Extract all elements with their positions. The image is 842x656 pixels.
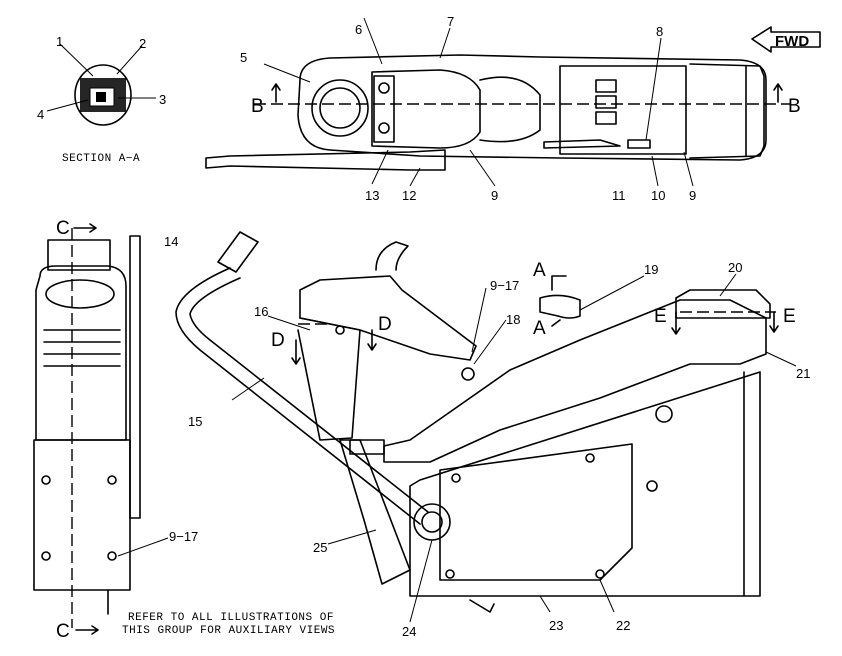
- front-view: [33, 223, 169, 635]
- fwd-label: FWD: [775, 33, 809, 50]
- section-marker-b-left: B: [251, 96, 264, 117]
- callout-25: 25: [313, 540, 327, 555]
- note-line-2: THIS GROUP FOR AUXILIARY VIEWS: [122, 625, 335, 637]
- callout-3: 3: [159, 92, 166, 107]
- callout-1: 1: [56, 34, 63, 49]
- callout-5: 5: [240, 50, 247, 65]
- callout-4: 4: [37, 107, 44, 122]
- callout-23: 23: [549, 618, 563, 633]
- section-marker-a-top: A: [533, 260, 546, 281]
- side-view: [175, 231, 797, 623]
- callout-16: 16: [254, 304, 268, 319]
- section-marker-e-right: E: [783, 306, 796, 327]
- section-a-a-title: SECTION A−A: [62, 153, 140, 165]
- callout-19: 19: [644, 262, 658, 277]
- callout-8: 8: [656, 24, 663, 39]
- fwd-arrow: [751, 26, 821, 53]
- section-marker-c-top: C: [56, 218, 70, 239]
- section-marker-b-right: B: [788, 96, 801, 117]
- callout-14: 14: [164, 234, 178, 249]
- callout-7: 7: [447, 14, 454, 29]
- callout-13: 13: [365, 188, 379, 203]
- callout-9-top-left: 9: [491, 188, 498, 203]
- callout-11: 11: [612, 188, 626, 203]
- callout-2: 2: [139, 36, 146, 51]
- callout-15: 15: [188, 414, 202, 429]
- callout-20: 20: [728, 260, 742, 275]
- callout-24: 24: [402, 624, 416, 639]
- callout-18: 18: [506, 312, 520, 327]
- callout-21: 21: [796, 366, 810, 381]
- section-marker-c-bottom: C: [56, 621, 70, 642]
- section-marker-d-left: D: [271, 330, 285, 351]
- callout-6: 6: [355, 22, 362, 37]
- note-line-1: REFER TO ALL ILLUSTRATIONS OF: [128, 612, 334, 624]
- section-marker-e-left: E: [654, 306, 667, 327]
- section-a-a-detail: [46, 43, 156, 126]
- callout-10: 10: [651, 188, 665, 203]
- top-view: [205, 17, 790, 187]
- section-marker-d-right: D: [378, 314, 392, 335]
- callout-9-17-left: 9−17: [169, 529, 198, 544]
- callout-22: 22: [616, 618, 630, 633]
- callout-9-17-side: 9−17: [490, 278, 519, 293]
- section-marker-a-bottom: A: [533, 318, 546, 339]
- callout-12: 12: [402, 188, 416, 203]
- callout-9-top-right: 9: [689, 188, 696, 203]
